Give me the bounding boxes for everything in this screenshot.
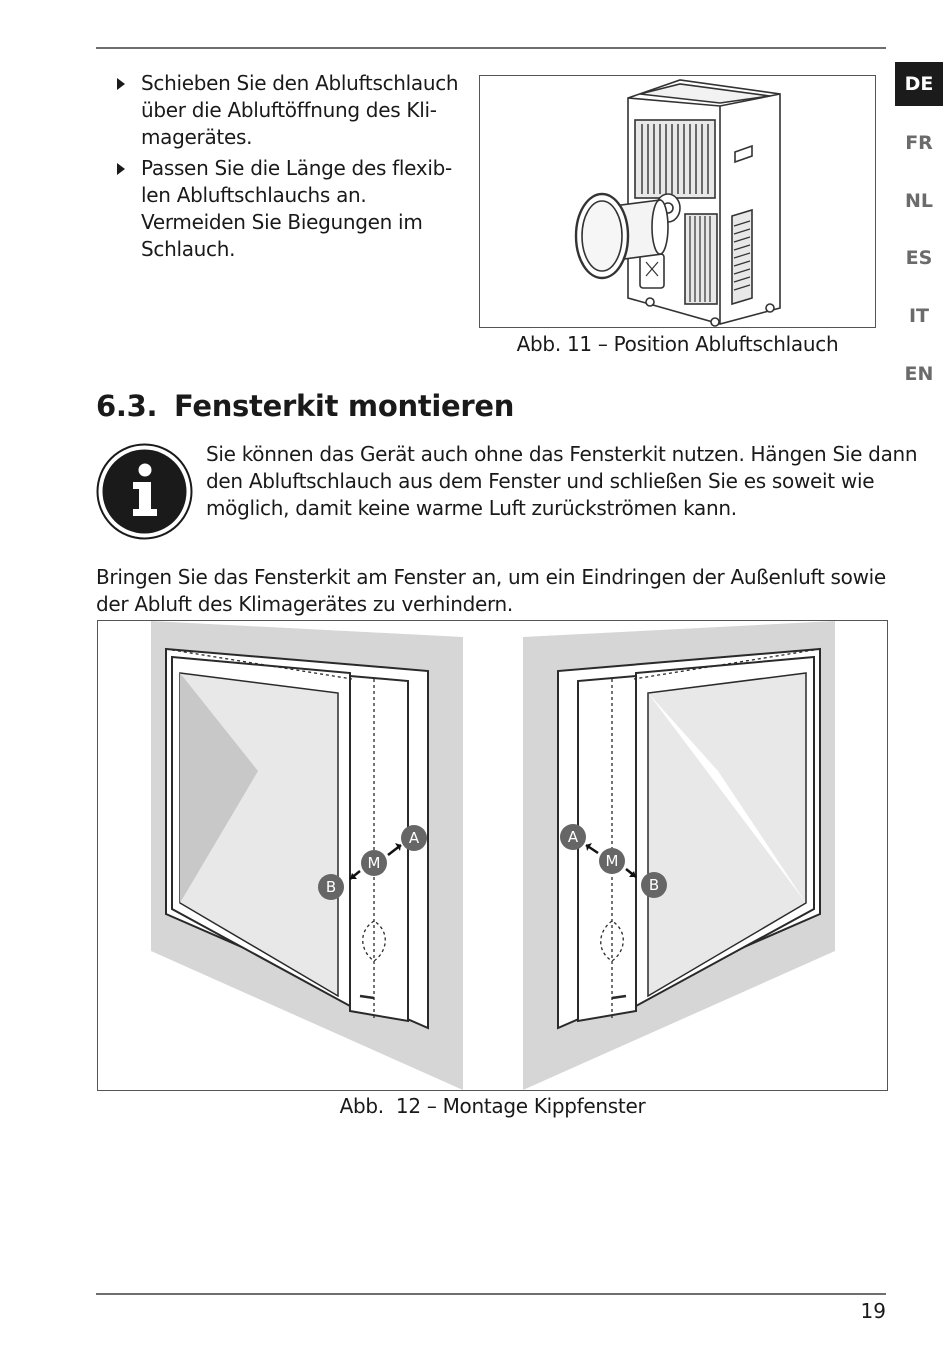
bullet-triangle-icon (117, 78, 125, 90)
language-tab-es[interactable]: ES (905, 247, 933, 269)
right-window (557, 647, 821, 1030)
info-note-line: Sie können das Gerät auch ohne das Fenst… (206, 442, 918, 466)
info-icon (96, 443, 193, 540)
label-m: M (606, 852, 619, 870)
left-window (165, 647, 429, 1030)
language-tab-it[interactable]: IT (908, 305, 930, 327)
instruction-list: Schieben Sie den Abluftschlauch über die… (112, 70, 462, 267)
top-rule (96, 47, 886, 49)
figure-12-caption-text: – Montage Kippfenster (420, 1094, 646, 1118)
label-m: M (368, 854, 381, 872)
instruction-line: Schlauch. (141, 237, 236, 261)
figure-12-frame: A M B A M B (97, 620, 888, 1091)
language-tab-fr[interactable]: FR (905, 132, 933, 154)
figure-12-caption-number: Abb. 12 (339, 1094, 422, 1118)
instruction-line: Schieben Sie den Abluftschlauch (141, 71, 459, 95)
label-a: A (409, 829, 420, 847)
language-tab-nl[interactable]: NL (904, 190, 933, 212)
info-note-line: den Abluftschlauch aus dem Fenster und s… (206, 469, 875, 493)
window-kit-illustration: A M B A M B (151, 621, 835, 1090)
body-paragraph: Bringen Sie das Fensterkit am Fenster an… (96, 564, 886, 618)
language-tab-de[interactable]: DE (895, 62, 943, 106)
left-labels: A M B (318, 825, 427, 900)
language-tab-en[interactable]: EN (904, 363, 934, 385)
section-heading: 6.3. Fensterkit montieren (96, 386, 514, 426)
paragraph-line: Bringen Sie das Fensterkit am Fenster an… (96, 565, 886, 589)
right-labels: A M B (560, 824, 667, 898)
instruction-line: über die Abluftöffnung des Kli- (141, 98, 437, 122)
instruction-item: Schieben Sie den Abluftschlauch über die… (112, 70, 462, 151)
page-number: 19 (860, 1299, 886, 1323)
label-a: A (568, 828, 579, 846)
bottom-rule (96, 1293, 886, 1295)
info-note-line: möglich, damit keine warme Luft zurückst… (206, 496, 737, 520)
figure-12-caption: Abb. 12 – Montage Kippfenster (97, 1092, 888, 1120)
info-note: Sie können das Gerät auch ohne das Fenst… (206, 441, 918, 522)
air-conditioner-illustration (574, 79, 781, 327)
instruction-line: len Abluftschlauchs an. (141, 183, 367, 207)
instruction-line: Passen Sie die Länge des flexib- (141, 156, 452, 180)
instruction-item: Passen Sie die Länge des flexib- len Abl… (112, 155, 462, 263)
instruction-line: Vermeiden Sie Biegungen im (141, 210, 423, 234)
instruction-line: magerätes. (141, 125, 253, 149)
section-number: 6.3. (96, 389, 158, 423)
label-b: B (326, 878, 336, 896)
label-b: B (649, 876, 659, 894)
bullet-triangle-icon (117, 163, 125, 175)
paragraph-line: der Abluft des Klimagerätes zu verhinder… (96, 592, 513, 616)
section-title: Fensterkit montieren (174, 389, 515, 423)
figure-11-frame (479, 75, 876, 328)
figure-11-caption: Abb. 11 – Position Abluftschlauch (516, 332, 839, 356)
